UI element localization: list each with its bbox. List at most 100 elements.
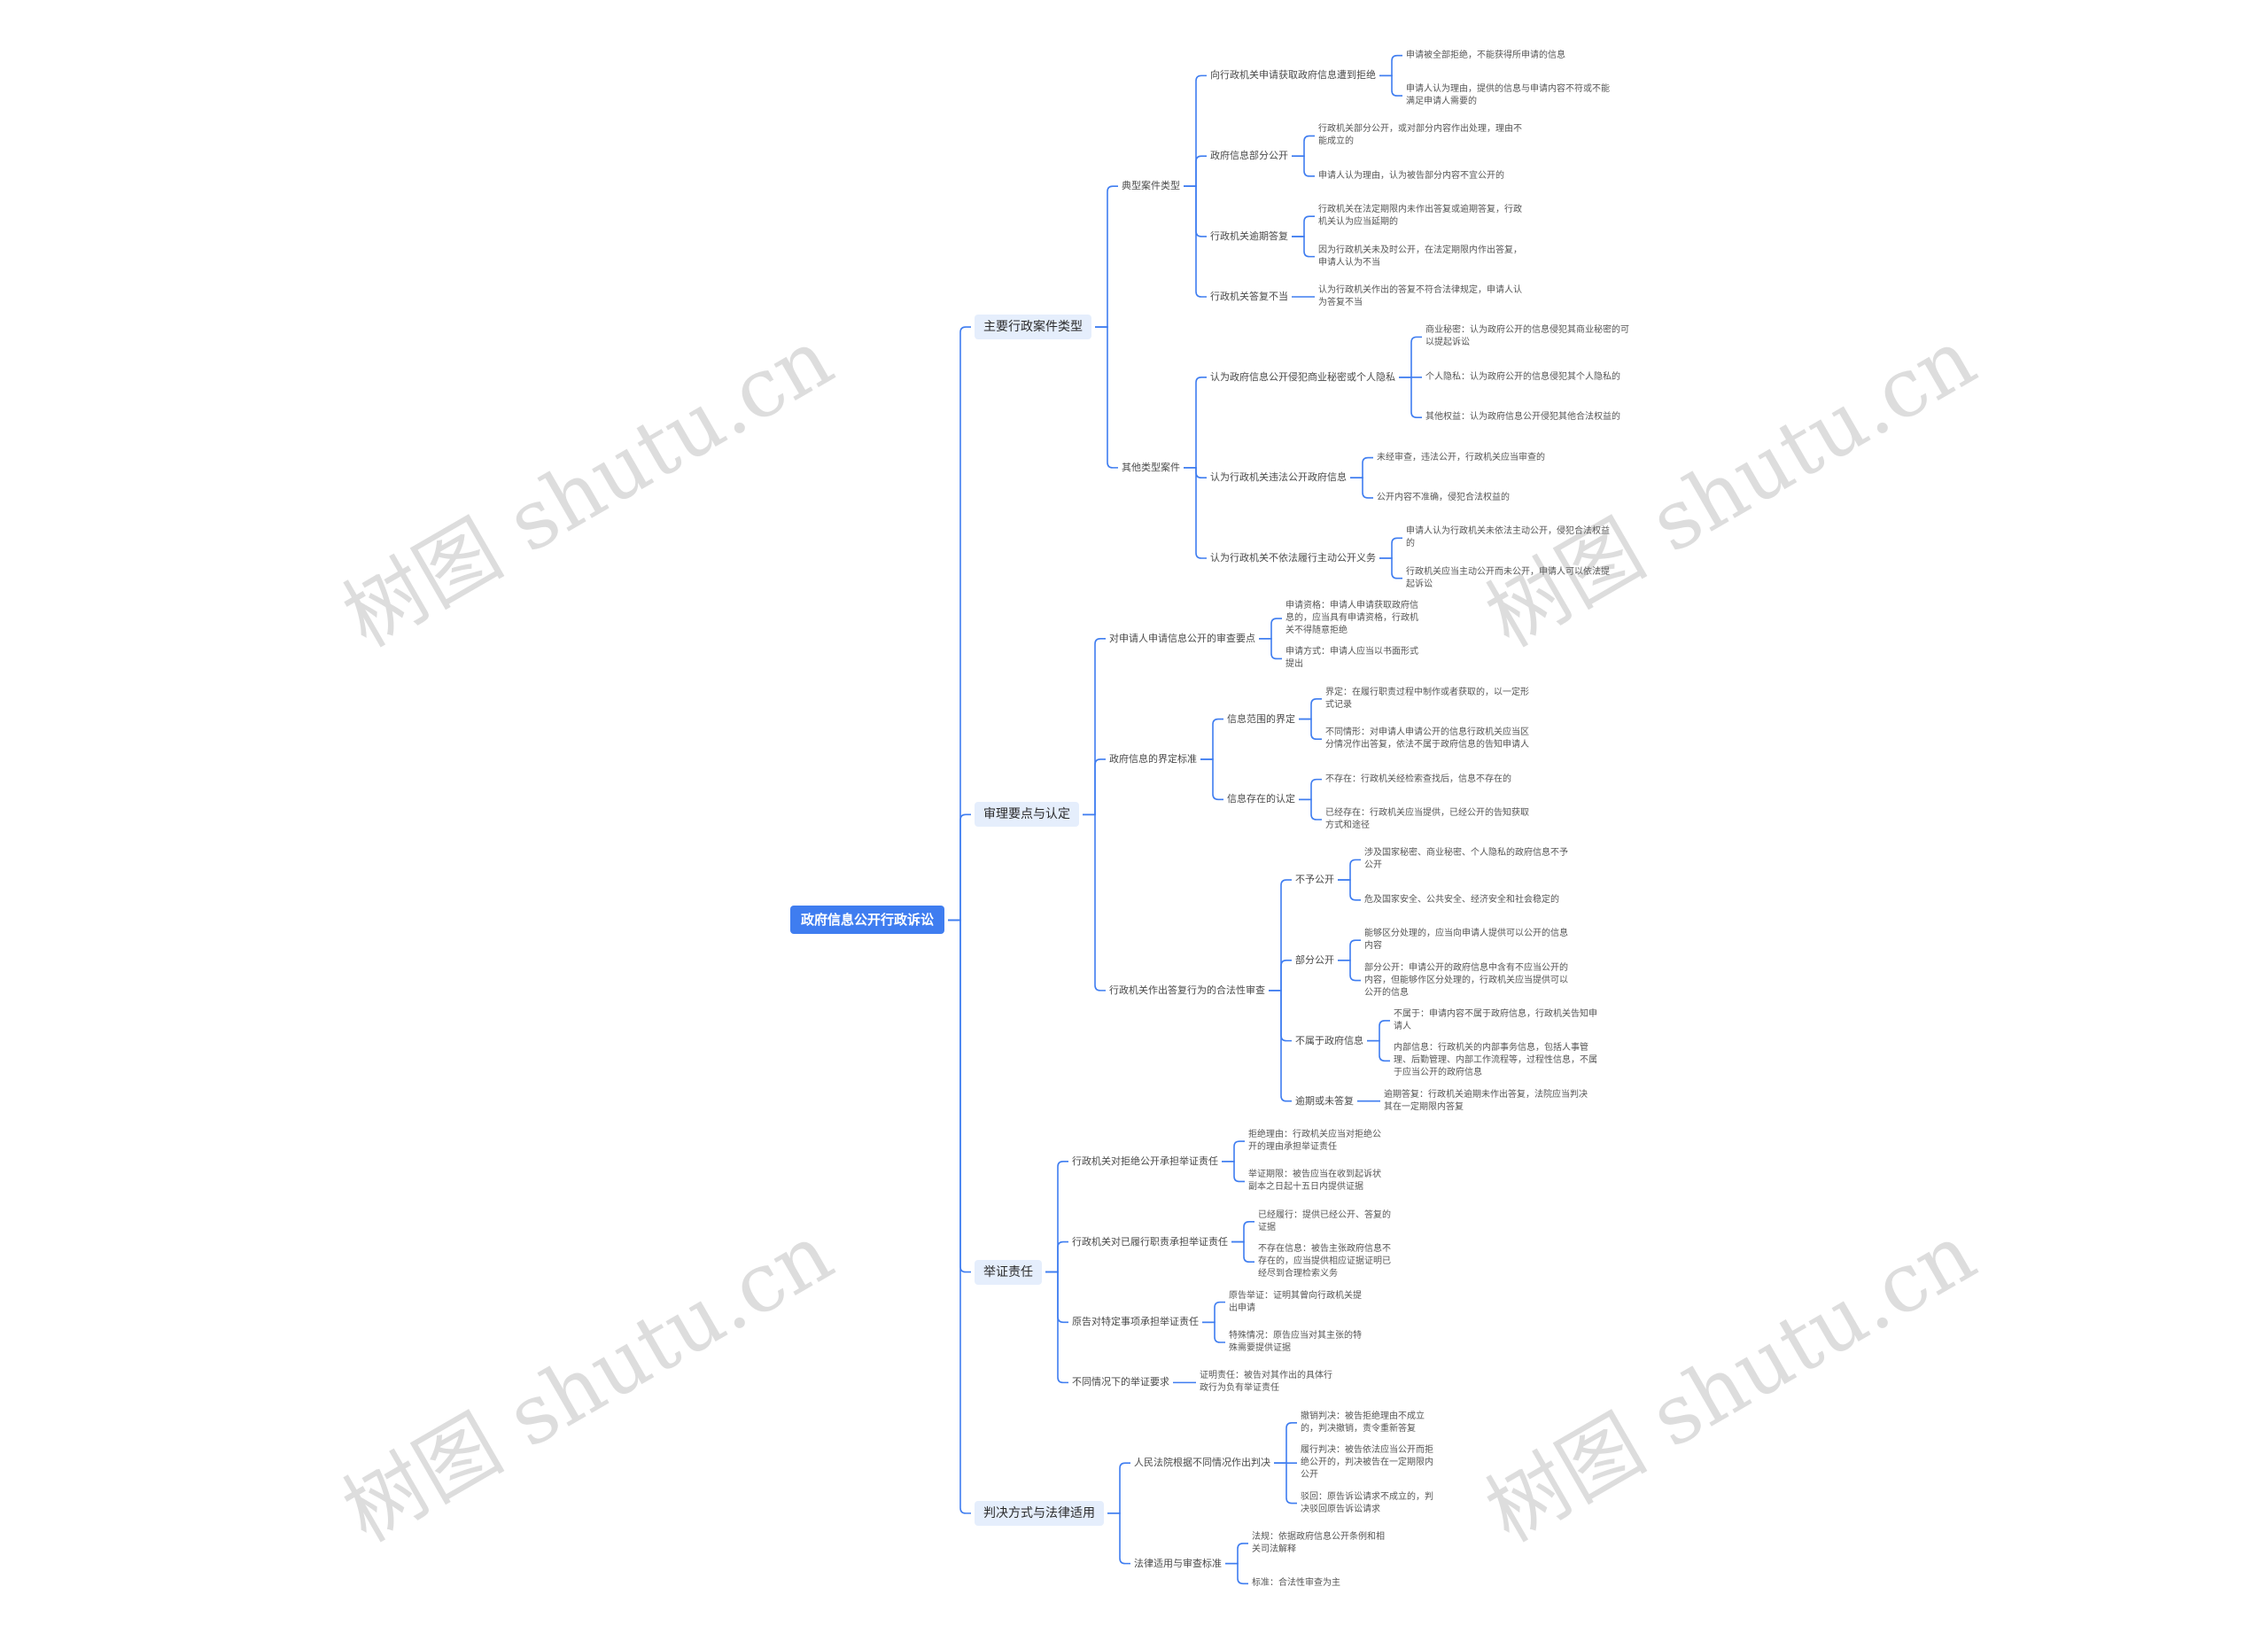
branch-node[interactable]: 审理要点与认定 (975, 802, 1079, 828)
topic-node[interactable]: 认为行政机关不依法履行主动公开义务 (1210, 552, 1376, 564)
leaf-node[interactable]: 部分公开：申请公开的政府信息中含有不应当公开的内容，但能够作区分处理的，行政机关… (1364, 962, 1568, 998)
connector-line (1045, 1271, 1068, 1384)
topic-node[interactable]: 行政机关对已履行职责承担举证责任 (1072, 1235, 1228, 1248)
leaf-node[interactable]: 内部信息：行政机关的内部事务信息，包括人事管理、后勤管理、内部工作流程等，过程性… (1394, 1043, 1597, 1078)
topic-node[interactable]: 信息存在的认定 (1227, 793, 1295, 805)
leaf-node[interactable]: 个人隐私：认为政府公开的信息侵犯其个人隐私的 (1425, 371, 1620, 382)
leaf-node[interactable]: 申请资格：申请人申请获取政府信息的，应当具有申请资格，行政机关不得随意拒绝 (1285, 601, 1418, 636)
leaf-node[interactable]: 特殊情况：原告应当对其主张的特殊需要提供证据 (1229, 1331, 1362, 1353)
topic-node[interactable]: 典型案件类型 (1122, 180, 1180, 192)
leaf-node[interactable]: 申请被全部拒绝，不能获得所申请的信息 (1406, 50, 1565, 60)
leaf-node[interactable]: 因为行政机关未及时公开，在法定期限内作出答复，申请人认为不当 (1318, 245, 1522, 268)
connector-line (1045, 1240, 1068, 1273)
connector-line (1107, 1512, 1130, 1565)
connector-line (1083, 637, 1106, 816)
topic-node[interactable]: 原告对特定事项承担举证责任 (1072, 1316, 1199, 1328)
leaf-node[interactable]: 拒绝理由：行政机关应当对拒绝公开的理由承担举证责任 (1248, 1130, 1381, 1153)
leaf-node[interactable]: 申请人认为理由，提供的信息与申请内容不符或不能满足申请人需要的 (1406, 84, 1610, 107)
connector-line (1200, 758, 1223, 801)
connector-line (1274, 1462, 1297, 1505)
leaf-node[interactable]: 已经存在：行政机关应当提供，已经公开的告知获取方式和途径 (1325, 808, 1529, 830)
topic-node[interactable]: 不同情况下的举证要求 (1072, 1376, 1169, 1388)
topic-node[interactable]: 政府信息的界定标准 (1109, 752, 1197, 765)
connector-line (948, 813, 971, 921)
connector-line (1338, 939, 1361, 961)
connector-line (1367, 1020, 1390, 1042)
topic-node[interactable]: 对申请人申请信息公开的审查要点 (1109, 632, 1255, 644)
topic-node[interactable]: 法律适用与审查标准 (1134, 1557, 1222, 1569)
leaf-node[interactable]: 行政机关部分公开，或对部分内容作出处理，理由不能成立的 (1318, 124, 1522, 147)
topic-node[interactable]: 不属于政府信息 (1295, 1034, 1363, 1046)
connector-line (1225, 1543, 1248, 1565)
topic-node[interactable]: 政府信息部分公开 (1210, 150, 1288, 162)
topic-node[interactable]: 部分公开 (1295, 953, 1334, 966)
leaf-node[interactable]: 申请人认为理由，认为被告部分内容不宜公开的 (1318, 170, 1504, 181)
connector-line (1231, 1221, 1254, 1243)
leaf-node[interactable]: 已经履行：提供已经公开、答复的证据 (1258, 1209, 1391, 1233)
connector-line (1269, 879, 1292, 991)
topic-node[interactable]: 信息范围的界定 (1227, 712, 1295, 725)
connector-line (1350, 456, 1373, 479)
topic-node[interactable]: 人民法院根据不同情况作出判决 (1134, 1457, 1270, 1469)
leaf-node[interactable]: 举证期限：被告应当在收到起诉状副本之日起十五日内提供证据 (1248, 1170, 1381, 1193)
leaf-node[interactable]: 不同情形：对申请人申请公开的信息行政机关应当区分情况作出答复，依法不属于政府信息… (1325, 727, 1529, 750)
branch-node[interactable]: 举证责任 (975, 1259, 1042, 1285)
connector-line (1222, 1140, 1245, 1163)
leaf-node[interactable]: 不属于：申请内容不属于政府信息，行政机关告知申请人 (1394, 1008, 1597, 1031)
connector-line (1045, 1160, 1068, 1273)
connector-line (1045, 1271, 1068, 1324)
leaf-node[interactable]: 标准：合法性审查为主 (1252, 1578, 1340, 1589)
topic-node[interactable]: 行政机关对拒绝公开承担举证责任 (1072, 1155, 1218, 1167)
connector-line (1399, 336, 1422, 378)
leaf-node[interactable]: 证明责任：被告对其作出的具体行政行为负有举证责任 (1200, 1371, 1332, 1394)
leaf-node[interactable]: 商业秘密：认为政府公开的信息侵犯其商业秘密的可以提起诉讼 (1425, 325, 1629, 348)
branch-node[interactable]: 判决方式与法律适用 (975, 1500, 1104, 1526)
connector-line (1292, 236, 1315, 258)
leaf-node[interactable]: 其他权益：认为政府信息公开侵犯其他合法权益的 (1425, 412, 1620, 423)
leaf-node[interactable]: 履行判决：被告依法应当公开而拒绝公开的，判决被告在一定期限内公开 (1301, 1445, 1433, 1481)
connector-line (948, 919, 971, 1514)
connector-line (1202, 1321, 1225, 1343)
branch-node[interactable]: 主要行政案件类型 (975, 315, 1091, 340)
leaf-node[interactable]: 未经审查，违法公开，行政机关应当审查的 (1377, 452, 1545, 463)
leaf-node[interactable]: 涉及国家秘密、商业秘密、个人隐私的政府信息不予公开 (1364, 848, 1568, 871)
connector-line (1379, 557, 1402, 579)
leaf-node[interactable]: 危及国家安全、公共安全、经济安全和社会稳定的 (1364, 894, 1559, 905)
leaf-node[interactable]: 认为行政机关作出的答复不符合法律规定，申请人认为答复不当 (1318, 285, 1522, 307)
connector-line (1184, 185, 1207, 298)
connector-line (1338, 879, 1361, 901)
topic-node[interactable]: 认为政府信息公开侵犯商业秘密或个人隐私 (1210, 370, 1395, 383)
topic-node[interactable]: 行政机关答复不当 (1210, 291, 1288, 302)
leaf-node[interactable]: 界定：在履行职责过程中制作或者获取的，以一定形式记录 (1325, 687, 1529, 710)
root-node[interactable]: 政府信息公开行政诉讼 (790, 906, 945, 935)
topic-node[interactable]: 逾期或未答复 (1295, 1094, 1354, 1107)
leaf-node[interactable]: 逾期答复：行政机关逾期未作出答复，法院应当判决其在一定期限内答复 (1384, 1089, 1588, 1112)
leaf-node[interactable]: 不存在：行政机关经检索查找后，信息不存在的 (1325, 774, 1511, 784)
leaf-node[interactable]: 原告举证：证明其曾向行政机关提出申请 (1229, 1290, 1362, 1313)
connector-line (1350, 477, 1373, 499)
connector-line (1184, 155, 1207, 187)
connector-line (1292, 155, 1315, 177)
leaf-node[interactable]: 公开内容不准确，侵犯合法权益的 (1377, 492, 1510, 502)
topic-node[interactable]: 其他类型案件 (1122, 461, 1180, 473)
connector-line (1083, 813, 1106, 991)
leaf-node[interactable]: 行政机关在法定期限内未作出答复或逾期答复，行政机关认为应当延期的 (1318, 205, 1522, 228)
topic-node[interactable]: 向行政机关申请获取政府信息遭到拒绝 (1210, 69, 1376, 82)
connector-line (1095, 185, 1118, 328)
connector-line (1299, 778, 1322, 801)
topic-node[interactable]: 不予公开 (1295, 874, 1334, 886)
leaf-node[interactable]: 法规：依据政府信息公开条例和相关司法解释 (1252, 1531, 1385, 1554)
leaf-node[interactable]: 撤销判决：被告拒绝理由不成立的，判决撤销，责令重新答复 (1301, 1411, 1425, 1434)
leaf-node[interactable]: 不存在信息：被告主张政府信息不存在的，应当提供相应证据证明已经尽到合理检索义务 (1258, 1244, 1391, 1279)
leaf-node[interactable]: 申请人认为行政机关未依法主动公开，侵犯合法权益的 (1406, 526, 1610, 549)
leaf-node[interactable]: 行政机关应当主动公开而未公开，申请人可以依法提起诉讼 (1406, 566, 1610, 589)
topic-node[interactable]: 行政机关逾期答复 (1210, 229, 1288, 242)
topic-node[interactable]: 行政机关作出答复行为的合法性审查 (1109, 984, 1265, 996)
connector-line (1259, 637, 1282, 660)
connector-line (948, 919, 971, 1273)
leaf-node[interactable]: 申请方式：申请人应当以书面形式提出 (1285, 647, 1418, 670)
topic-node[interactable]: 认为行政机关违法公开政府信息 (1210, 471, 1347, 484)
leaf-node[interactable]: 能够区分处理的，应当向申请人提供可以公开的信息内容 (1364, 929, 1568, 952)
connector-line (1269, 990, 1292, 1042)
leaf-node[interactable]: 驳回：原告诉讼请求不成立的，判决驳回原告诉讼请求 (1301, 1491, 1433, 1514)
